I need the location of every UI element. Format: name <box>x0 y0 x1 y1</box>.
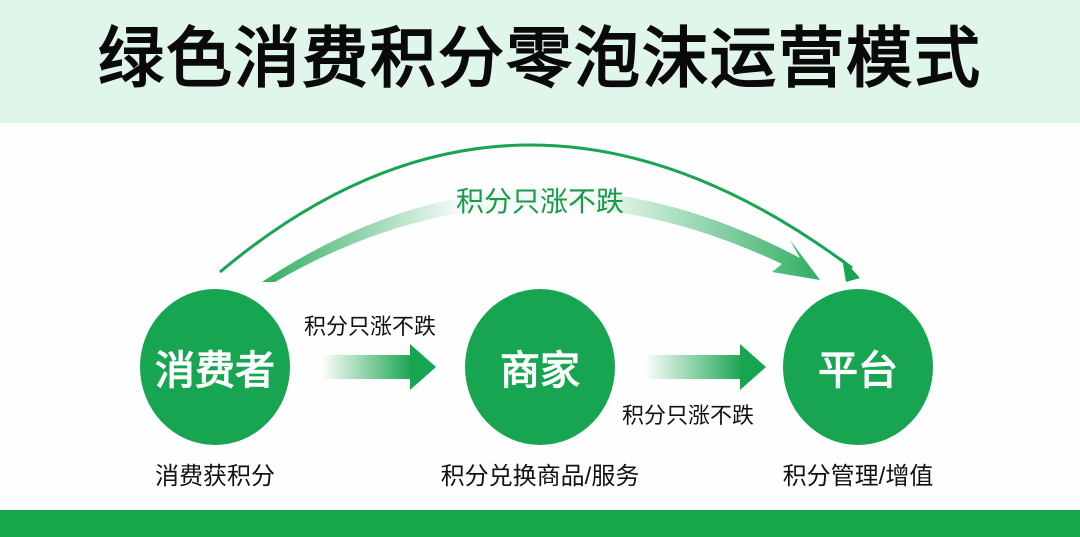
arrow-consumer-to-merchant <box>322 344 436 390</box>
arrow-merchant-to-platform <box>645 344 766 390</box>
edge-label-consumer-merchant: 积分只涨不跌 <box>304 314 437 339</box>
node-platform: 平台 <box>783 289 933 445</box>
page-title: 绿色消费积分零泡沫运营模式 <box>98 21 982 95</box>
thin-arc-arrowhead <box>842 258 860 282</box>
edge-label-merchant-platform: 积分只涨不跌 <box>622 403 755 428</box>
title-band <box>0 0 1080 123</box>
node-merchant: 商家 <box>465 289 615 445</box>
wide-arc-arrow <box>262 189 820 282</box>
caption-merchant: 积分兑换商品/服务 <box>440 463 640 490</box>
top-arrow-label: 积分只涨不跌 <box>455 186 625 217</box>
caption-consumer: 消费获积分 <box>155 463 275 490</box>
node-consumer: 消费者 <box>140 289 290 445</box>
thin-arc-arrow <box>219 143 853 274</box>
bottom-bar <box>0 510 1080 537</box>
caption-platform: 积分管理/增值 <box>782 463 934 490</box>
